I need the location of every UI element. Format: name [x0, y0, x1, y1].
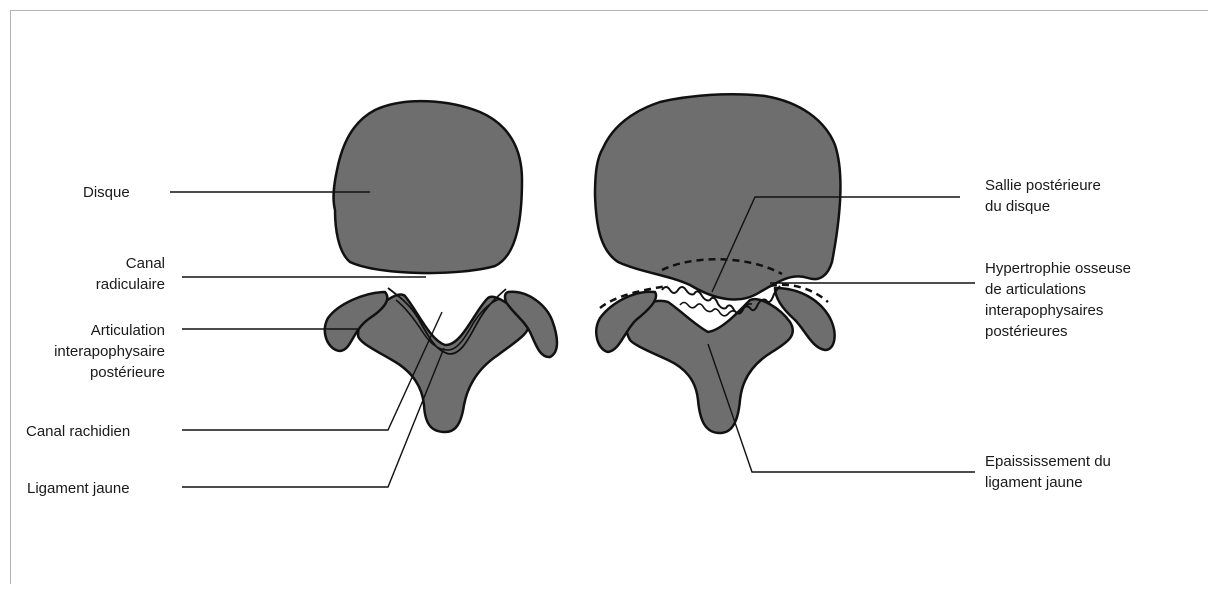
label-hypertrophie-line-3: interapophysaires	[985, 302, 1104, 319]
label-hypertrophie: Hypertrophie osseuse de articulations in…	[985, 258, 1131, 342]
right-facet-left-dashed	[599, 284, 669, 309]
label-articulation-line-2: interapophysaire	[54, 343, 165, 360]
label-saillie-line-1: Sallie postérieure	[985, 177, 1101, 194]
right-ligament-wavy	[661, 285, 781, 314]
leader-ligament-jaune	[182, 347, 445, 488]
left-facet-left	[323, 290, 389, 353]
left-ligament-inner	[395, 298, 501, 351]
right-disc-dashed	[661, 258, 783, 276]
label-canal-rachidien: Canal rachidien	[26, 423, 131, 440]
leader-epaississement	[707, 343, 975, 473]
label-ligament-jaune: Ligament jaune	[27, 480, 130, 497]
label-epaississement-line-2: ligament jaune	[985, 474, 1083, 491]
leader-canal-rachidien	[182, 311, 443, 431]
figure-frame	[10, 10, 1208, 584]
label-saillie-line-2: du disque	[985, 198, 1051, 215]
left-disc	[332, 99, 524, 275]
right-disc	[593, 92, 842, 301]
label-articulation-line-1: Articulation	[90, 322, 165, 339]
label-canal-radiculaire-line-1: Canal	[125, 255, 165, 272]
label-articulation: Articulation interapophysaire postérieur…	[20, 320, 165, 383]
right-ligament-wavy-2	[679, 301, 753, 317]
right-facet-right	[773, 286, 836, 352]
label-epaississement: Epaississement du ligament jaune	[985, 451, 1111, 493]
right-facet-left	[595, 290, 658, 354]
label-canal-radiculaire: Canal radiculaire	[40, 253, 165, 295]
label-epaississement-line-1: Epaississement du	[985, 453, 1111, 470]
label-hypertrophie-line-2: de articulations	[985, 281, 1086, 298]
left-vertebral-arch	[356, 293, 530, 434]
label-canal-radiculaire-line-2: radiculaire	[95, 276, 165, 293]
leader-saillie	[711, 196, 960, 293]
label-hypertrophie-line-1: Hypertrophie osseuse	[985, 260, 1131, 277]
label-saillie: Sallie postérieure du disque	[985, 175, 1101, 217]
right-facet-right-dashed	[769, 283, 829, 303]
label-articulation-line-3: postérieure	[89, 364, 165, 381]
right-vertebral-arch	[625, 297, 795, 435]
label-hypertrophie-line-4: postérieures	[985, 323, 1068, 340]
label-disque: Disque	[83, 184, 130, 201]
left-facet-right	[503, 290, 559, 359]
